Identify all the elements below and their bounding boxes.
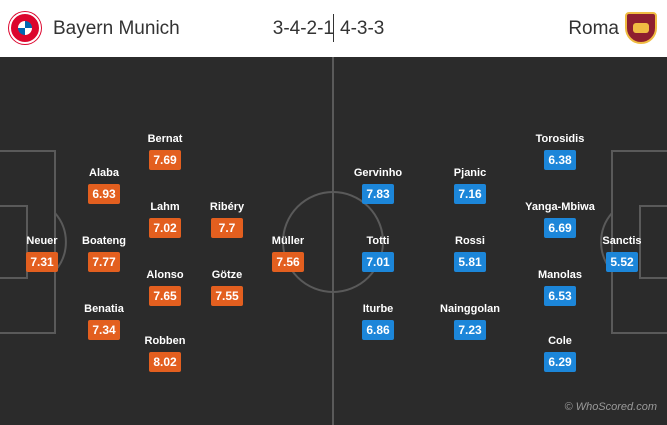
player-name: Rossi <box>455 235 485 247</box>
away-team-name[interactable]: Roma <box>568 18 619 39</box>
home-goal-box <box>0 205 28 279</box>
formation-divider <box>333 14 334 42</box>
player-name: Alaba <box>89 167 119 179</box>
player-name: Ribéry <box>209 201 245 213</box>
player-name: Manolas <box>537 269 582 281</box>
rating-badge: 6.53 <box>544 286 576 306</box>
player-boateng[interactable]: Boateng 7.77 <box>64 235 144 272</box>
player-name: Benatia <box>84 303 124 315</box>
player-name: Yanga-Mbiwa <box>525 201 595 213</box>
player-sanctis[interactable]: Sanctis 5.52 <box>582 235 662 272</box>
player-name: Robben <box>144 335 186 347</box>
rating-badge: 7.02 <box>149 218 181 238</box>
bayern-crest-icon[interactable] <box>9 12 41 44</box>
pitch-markings <box>0 57 667 425</box>
player-nainggolan[interactable]: Nainggolan 7.23 <box>430 303 510 340</box>
player-name: Götze <box>211 269 243 281</box>
player-ribery[interactable]: Ribéry 7.7 <box>187 201 267 238</box>
player-name: Müller <box>271 235 305 247</box>
rating-badge: 7.34 <box>88 320 120 340</box>
player-bernat[interactable]: Bernat 7.69 <box>125 133 205 170</box>
player-name: Torosidis <box>535 133 585 145</box>
player-name: Lahm <box>150 201 180 213</box>
player-cole[interactable]: Cole 6.29 <box>520 335 600 372</box>
rating-badge: 7.16 <box>454 184 486 204</box>
rating-badge: 5.81 <box>454 252 486 272</box>
player-gotze[interactable]: Götze 7.55 <box>187 269 267 306</box>
player-alonso[interactable]: Alonso 7.65 <box>125 269 205 306</box>
rating-badge: 6.38 <box>544 150 576 170</box>
player-yanga-mbiwa[interactable]: Yanga-Mbiwa 6.69 <box>520 201 600 238</box>
player-name: Sanctis <box>602 235 642 247</box>
player-gervinho[interactable]: Gervinho 7.83 <box>338 167 418 204</box>
rating-badge: 5.52 <box>606 252 638 272</box>
player-torosidis[interactable]: Torosidis 6.38 <box>520 133 600 170</box>
home-penalty-box <box>0 150 56 334</box>
player-totti[interactable]: Totti 7.01 <box>338 235 418 272</box>
rating-badge: 7.56 <box>272 252 304 272</box>
player-name: Boateng <box>82 235 126 247</box>
home-penalty-arc <box>54 212 67 272</box>
player-name: Iturbe <box>362 303 394 315</box>
away-penalty-box <box>611 150 667 334</box>
player-iturbe[interactable]: Iturbe 6.86 <box>338 303 418 340</box>
pitch: Neuer 7.31 Alaba 6.93 Boateng 7.77 Benat… <box>0 57 667 425</box>
player-name: Alonso <box>146 269 184 281</box>
away-formation: 4-3-3 <box>340 18 385 39</box>
rating-badge: 7.01 <box>362 252 394 272</box>
rating-badge: 6.69 <box>544 218 576 238</box>
whoscored-watermark: © WhoScored.com <box>564 401 657 413</box>
center-circle <box>282 191 384 293</box>
player-name: Bernat <box>147 133 183 145</box>
rating-badge: 7.65 <box>149 286 181 306</box>
player-rossi[interactable]: Rossi 5.81 <box>430 235 510 272</box>
player-name: Pjanic <box>453 167 487 179</box>
rating-badge: 7.69 <box>149 150 181 170</box>
player-name: Neuer <box>26 235 58 247</box>
player-name: Gervinho <box>353 167 403 179</box>
rating-badge: 6.29 <box>544 352 576 372</box>
player-name: Cole <box>548 335 572 347</box>
rating-badge: 7.31 <box>26 252 58 272</box>
rating-badge: 7.7 <box>211 218 243 238</box>
player-name: Totti <box>366 235 390 247</box>
player-pjanic[interactable]: Pjanic 7.16 <box>430 167 510 204</box>
player-manolas[interactable]: Manolas 6.53 <box>520 269 600 306</box>
player-neuer[interactable]: Neuer 7.31 <box>2 235 82 272</box>
rating-badge: 6.93 <box>88 184 120 204</box>
rating-badge: 7.55 <box>211 286 243 306</box>
rating-badge: 7.23 <box>454 320 486 340</box>
player-muller[interactable]: Müller 7.56 <box>248 235 328 272</box>
away-goal-box <box>639 205 667 279</box>
player-name: Nainggolan <box>440 303 500 315</box>
home-team-name[interactable]: Bayern Munich <box>53 18 180 39</box>
player-benatia[interactable]: Benatia 7.34 <box>64 303 144 340</box>
player-lahm[interactable]: Lahm 7.02 <box>125 201 205 238</box>
rating-badge: 7.83 <box>362 184 394 204</box>
rating-badge: 8.02 <box>149 352 181 372</box>
roma-crest-icon[interactable] <box>625 12 657 44</box>
rating-badge: 7.77 <box>88 252 120 272</box>
match-header: Bayern Munich 3-4-2-1 4-3-3 Roma <box>0 0 667 57</box>
player-alaba[interactable]: Alaba 6.93 <box>64 167 144 204</box>
player-robben[interactable]: Robben 8.02 <box>125 335 205 372</box>
home-formation: 3-4-2-1 <box>272 18 334 39</box>
rating-badge: 6.86 <box>362 320 394 340</box>
